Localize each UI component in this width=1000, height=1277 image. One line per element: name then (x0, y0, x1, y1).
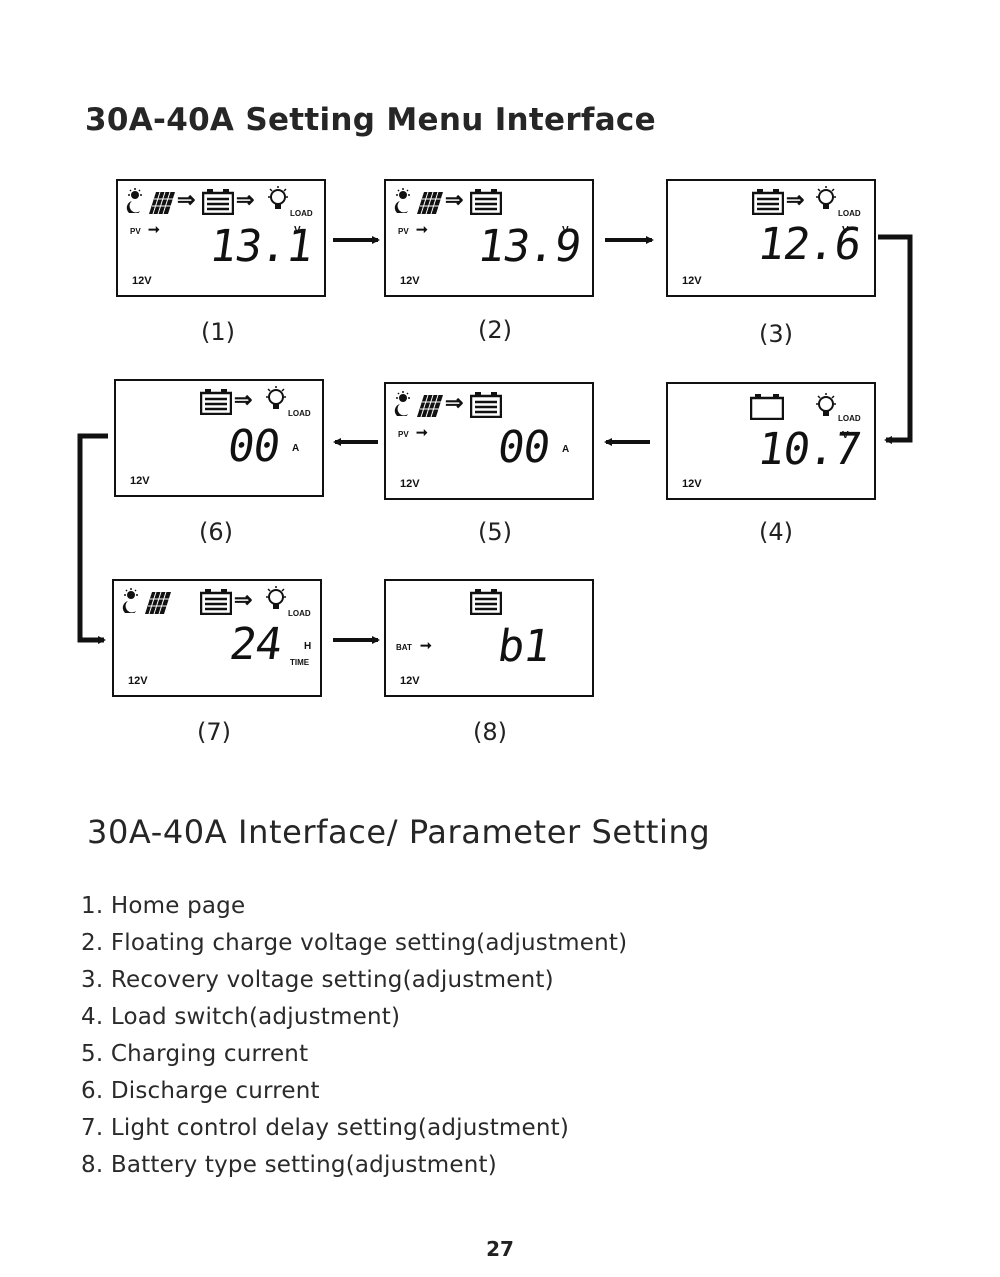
solar-panel-icon (417, 394, 443, 418)
arrow-icon: ➞ (416, 424, 428, 440)
lcd-panel-3: ⇒ LOAD 12.6 V 12V (666, 179, 876, 297)
system-voltage-label: 12V (682, 275, 702, 287)
battery-icon (470, 589, 502, 615)
bulb-icon (816, 186, 836, 209)
flow-arrow-icon: ⇒ (177, 187, 196, 212)
lcd-panel-2: ⇒ PV ➞ 13.9 V 12V (384, 179, 594, 297)
lcd-panel-8: BAT ➞ b1 12V (384, 579, 594, 697)
panel-label-4: (4) (759, 518, 793, 546)
bulb-icon (816, 393, 836, 416)
sun-moon-icon (394, 188, 410, 213)
arrow-6-7 (77, 433, 108, 644)
battery-icon (752, 189, 784, 215)
battery-icon (200, 389, 232, 415)
system-voltage-label: 12V (400, 675, 420, 687)
load-label: LOAD (290, 209, 313, 218)
panel-label-2: (2) (478, 316, 512, 344)
system-voltage-label: 12V (128, 675, 148, 687)
list-item: 2. Floating charge voltage setting(adjus… (81, 930, 628, 956)
solar-panel-icon (417, 191, 443, 215)
unit-label: V (562, 225, 569, 236)
bat-label: BAT (396, 643, 412, 652)
list-item: 3. Recovery voltage setting(adjustment) (81, 967, 554, 993)
lcd-value: 00 (494, 422, 553, 473)
lcd-panel-7: ⇒ LOAD 24 H TIME 12V (112, 579, 322, 697)
flow-arrow-icon: ⇒ (234, 587, 253, 612)
unit-label: A (292, 443, 300, 454)
sun-moon-icon (394, 391, 410, 416)
time-label: TIME (290, 658, 310, 667)
parameter-list: 1. Home page 2. Floating charge voltage … (81, 888, 627, 1184)
unit-label: A (562, 444, 570, 455)
flow-arrows (77, 234, 913, 644)
battery-icon (200, 589, 232, 615)
panel-label-5: (5) (478, 518, 512, 546)
battery-icon (470, 189, 502, 215)
panel-label-1: (1) (201, 318, 235, 346)
solar-panel-icon (149, 191, 175, 215)
panel-label-7: (7) (197, 718, 231, 746)
unit-label: H (304, 641, 312, 652)
flow-arrow-icon: ⇒ (786, 187, 805, 212)
page-title: 30A-40A Setting Menu Interface (85, 102, 656, 138)
solar-panel-icon (145, 591, 171, 615)
list-item: 5. Charging current (81, 1041, 309, 1067)
pv-label: PV (130, 227, 141, 236)
battery-empty-icon (750, 394, 784, 420)
arrow-icon: ➞ (416, 221, 428, 237)
load-label: LOAD (288, 409, 311, 418)
arrow-3-4 (878, 234, 913, 444)
sun-moon-icon (122, 588, 138, 613)
arrow-icon: ➞ (420, 637, 432, 653)
system-voltage-label: 12V (400, 275, 420, 287)
system-voltage-label: 12V (132, 275, 152, 287)
panel-label-3: (3) (759, 320, 793, 348)
lcd-panel-5: ⇒ PV ➞ 00 A 12V (384, 382, 594, 500)
lcd-value: b1 (494, 621, 553, 672)
sun-moon-icon (126, 188, 142, 213)
lcd-value: 00 (224, 421, 283, 472)
load-label: LOAD (288, 609, 311, 618)
list-item: 1. Home page (81, 893, 246, 919)
flow-arrow-icon: ⇒ (445, 187, 464, 212)
pv-label: PV (398, 430, 409, 439)
unit-label: V (842, 430, 849, 441)
list-item: 4. Load switch(adjustment) (81, 1004, 401, 1030)
battery-icon (202, 189, 234, 215)
bulb-icon (268, 186, 288, 209)
battery-icon (470, 392, 502, 418)
lcd-panel-4: LOAD 10.7 V 12V (666, 382, 876, 500)
pv-label: PV (398, 227, 409, 236)
panel-label-6: (6) (199, 518, 233, 546)
lcd-panel-1: ⇒ ⇒ LOAD PV ➞ 13.1 V 12V (116, 179, 326, 297)
system-voltage-label: 12V (682, 478, 702, 490)
system-voltage-label: 12V (130, 475, 150, 487)
flow-arrow-icon: ⇒ (236, 187, 255, 212)
unit-label: V (294, 225, 301, 236)
bulb-icon (266, 586, 286, 609)
list-item: 6. Discharge current (81, 1078, 320, 1104)
system-voltage-label: 12V (400, 478, 420, 490)
lcd-panel-6: ⇒ LOAD 00 A 12V (114, 379, 324, 497)
bulb-icon (266, 386, 286, 409)
list-item: 7. Light control delay setting(adjustmen… (81, 1115, 570, 1141)
page-number: 27 (486, 1237, 514, 1261)
flow-arrow-icon: ⇒ (234, 387, 253, 412)
panel-label-8: (8) (473, 718, 507, 746)
section-title: 30A-40A Interface/ Parameter Setting (87, 813, 711, 851)
arrow-icon: ➞ (148, 221, 160, 237)
load-label: LOAD (838, 414, 861, 423)
load-label: LOAD (838, 209, 861, 218)
lcd-value: 24 (226, 619, 285, 670)
flow-arrow-icon: ⇒ (445, 390, 464, 415)
unit-label: V (842, 225, 849, 236)
list-item: 8. Battery type setting(adjustment) (81, 1152, 497, 1178)
